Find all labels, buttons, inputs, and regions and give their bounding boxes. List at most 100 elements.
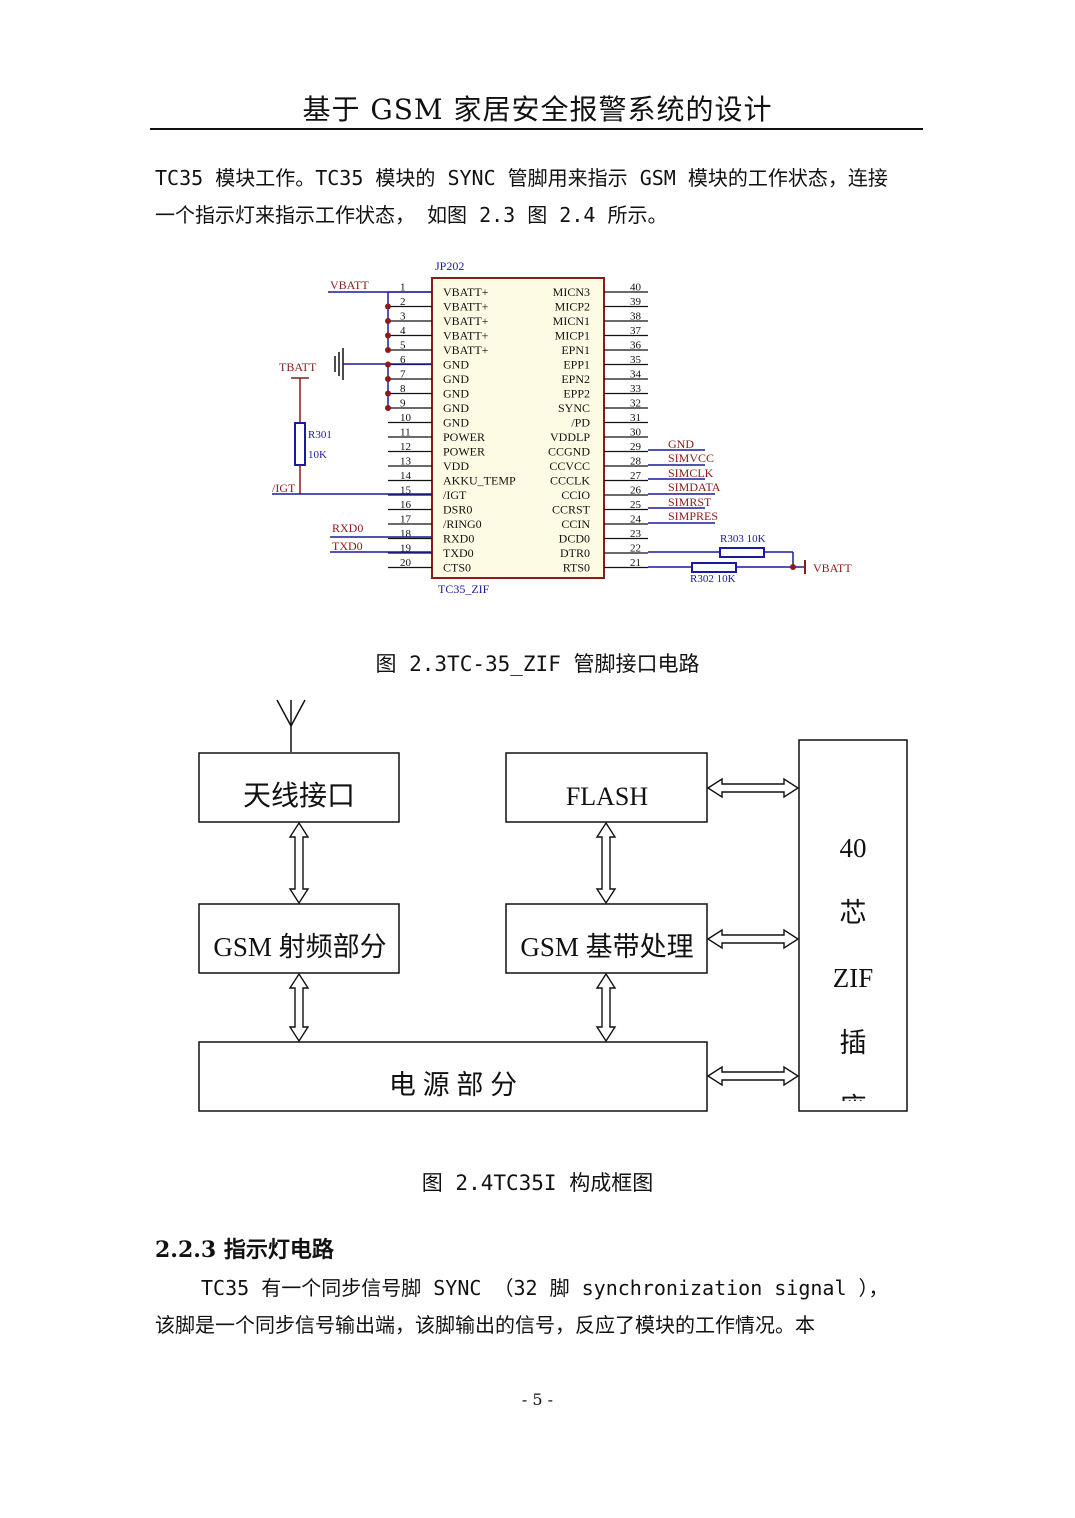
net-label-tbatt: TBATT	[279, 360, 317, 374]
pin-number-12: 12	[400, 441, 411, 453]
pin-name-26: CCIO	[561, 488, 590, 502]
pin-name-36: EPN1	[561, 343, 590, 357]
pin-number-23: 23	[630, 528, 642, 540]
pin-number-35: 35	[630, 354, 642, 366]
zif-label-char: 座	[840, 1093, 867, 1120]
pin-name-12: POWER	[443, 445, 485, 459]
gsm-baseband-block	[505, 903, 708, 974]
r302-resistor	[691, 562, 737, 573]
arrow-flash-zif	[706, 777, 800, 799]
pin-number-8: 8	[400, 383, 406, 395]
gnd-junction-dot	[385, 376, 391, 382]
pin-number-24: 24	[630, 514, 642, 526]
pin-number-26: 26	[630, 485, 642, 497]
pin-name-19: TXD0	[443, 546, 474, 560]
pin-name-4: VBATT+	[443, 329, 489, 343]
pin-name-15: /IGT	[443, 488, 467, 502]
pin-name-39: MICP2	[555, 300, 590, 314]
pin-name-1: VBATT+	[443, 285, 489, 299]
pin-number-33: 33	[630, 383, 642, 395]
net-label-igt: /IGT	[272, 481, 296, 495]
pin-number-3: 3	[400, 311, 406, 323]
pin-name-9: GND	[443, 401, 469, 415]
zif-label-char: 芯	[840, 898, 867, 928]
gsm-baseband-label: GSM 基带处理	[520, 932, 693, 962]
chip-body	[431, 277, 605, 579]
pin-number-37: 37	[630, 325, 642, 337]
arrow-flash-baseband	[595, 821, 617, 905]
pin-name-30: VDDLP	[550, 430, 590, 444]
pin-number-15: 15	[400, 485, 412, 497]
pin-number-28: 28	[630, 456, 642, 468]
pin-number-39: 39	[630, 296, 642, 308]
r303-resistor	[719, 547, 765, 558]
paragraph-1-line-1: TC35 模块工作。TC35 模块的 SYNC 管脚用来指示 GSM 模块的工作…	[155, 166, 888, 190]
zif-socket-label: 40芯ZIF插座	[833, 833, 874, 1120]
pin-number-21: 21	[630, 557, 641, 569]
r303-label: R303 10K	[720, 533, 766, 545]
pin-name-2: VBATT+	[443, 300, 489, 314]
pin-name-23: DCD0	[559, 532, 590, 546]
pin-name-28: CCVCC	[549, 459, 590, 473]
section-heading: 2.2.3 指示灯电路	[155, 1237, 334, 1263]
pin-name-34: EPN2	[561, 372, 590, 386]
zif-label-char: 插	[840, 1028, 867, 1058]
pin-number-25: 25	[630, 499, 642, 511]
arrow-baseband-zif	[706, 928, 800, 950]
pin-number-13: 13	[400, 456, 412, 468]
power-label: 电 源 部 分	[389, 1070, 517, 1100]
pin-name-24: CCIN	[561, 517, 590, 531]
r302-label: R302 10K	[690, 573, 736, 585]
pin-name-40: MICN3	[553, 285, 590, 299]
pin-number-10: 10	[400, 412, 412, 424]
arrow-antenna-rf	[288, 821, 310, 905]
figure-2-3-caption: 图 2.3TC-35_ZIF 管脚接口电路	[375, 652, 700, 676]
antenna-icon	[276, 699, 306, 752]
flash-block	[505, 752, 708, 823]
pin-number-9: 9	[400, 398, 406, 410]
pin-number-22: 22	[630, 543, 641, 555]
r301-resistor	[294, 422, 306, 466]
part-type: TC35_ZIF	[438, 582, 490, 596]
pin-name-5: VBATT+	[443, 343, 489, 357]
pin-number-29: 29	[630, 441, 642, 453]
r301-value: 10K	[308, 449, 327, 461]
pin-name-14: AKKU_TEMP	[443, 474, 516, 488]
running-header: 基于 GSM 家居安全报警系统的设计	[302, 93, 773, 126]
pin-number-14: 14	[400, 470, 412, 482]
net-label-gnd: GND	[668, 437, 694, 451]
pin-name-35: EPP1	[563, 358, 590, 372]
net-label-vbatt: VBATT	[330, 278, 369, 292]
pin-number-6: 6	[400, 354, 406, 366]
vbatt-right-junction	[790, 564, 796, 570]
pin-name-31: /PD	[571, 416, 590, 430]
pin-number-17: 17	[400, 514, 412, 526]
pin-number-16: 16	[400, 499, 412, 511]
net-label-vbatt-right: VBATT	[813, 561, 852, 575]
pin-name-6: GND	[443, 358, 469, 372]
vbatt-junction-dot	[385, 332, 391, 339]
header-rule	[150, 128, 923, 130]
pin-name-25: CCRST	[552, 503, 591, 517]
pin-name-21: RTS0	[563, 561, 590, 575]
pin-number-32: 32	[630, 398, 641, 410]
gnd-junctions	[385, 361, 391, 411]
pin-name-32: SYNC	[558, 401, 590, 415]
pin-number-27: 27	[630, 470, 642, 482]
arrow-baseband-power	[595, 972, 617, 1043]
page-number: - 5 -	[521, 1390, 554, 1409]
net-label-simdata: SIMDATA	[668, 480, 721, 494]
pin-name-22: DTR0	[560, 546, 590, 560]
flash-label: FLASH	[566, 782, 649, 811]
vbatt-junction-dot	[385, 303, 391, 310]
net-label-txd0: TXD0	[332, 539, 363, 553]
zif-label-char: 40	[840, 833, 867, 863]
pin-name-27: CCCLK	[550, 474, 590, 488]
pin-name-3: VBATT+	[443, 314, 489, 328]
pin-number-2: 2	[400, 296, 406, 308]
gsm-rf-label: GSM 射频部分	[213, 932, 386, 962]
pin-number-31: 31	[630, 412, 641, 424]
pin-number-38: 38	[630, 311, 642, 323]
